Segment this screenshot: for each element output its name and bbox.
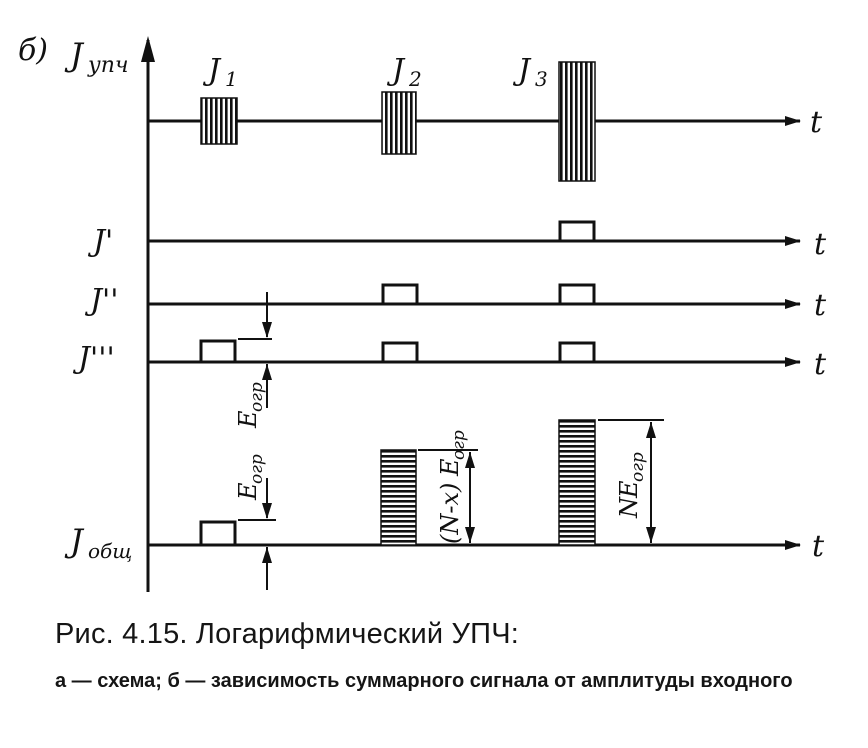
svg-text:E: E [436,458,464,477]
svg-text:общ: общ [88,539,132,563]
svg-text:2: 2 [408,67,422,91]
row-label-j-triple-prime: J''' [72,341,115,376]
amplitude-label-high: N E огр [615,452,648,519]
svg-text:огр: огр [247,382,267,412]
diagram: б) J упч J 1 J 2 J 3 t J' t J'' t J''' t [18,33,827,592]
row-label-j-prime: J' [87,224,113,259]
svg-text:огр: огр [247,454,267,484]
caption-subtitle: а — схема; б — зависимость суммарного си… [55,670,793,692]
pulse-label-j3: J 3 [512,53,548,91]
limit-dimension-top [238,292,272,408]
svg-text:N: N [615,496,643,519]
limit-label-top: E огр [234,382,267,429]
row-label-j-double-prime: J'' [84,283,119,318]
svg-text:J: J [386,53,406,88]
pulse-j-double-prime-2 [381,283,419,304]
svg-text:E: E [615,480,643,499]
amplitude-dimension-high [598,419,664,543]
time-label-upch: t [810,105,823,140]
svg-text:J: J [64,36,85,74]
svg-text:E: E [234,482,262,501]
svg-text:J: J [512,53,532,88]
pulse-j-double-prime-3 [558,283,596,304]
svg-text:J: J [64,522,85,560]
svg-text:огр: огр [449,430,469,460]
limit-label-bottom: E огр [234,454,267,501]
amplitude-label-mid: (N-x) E огр [436,430,469,544]
svg-text:огр: огр [628,452,648,482]
svg-text:(N-x): (N-x) [436,483,464,544]
pulse-j1 [200,97,238,145]
svg-text:J: J [202,53,222,88]
vertical-axis-arrowhead [141,36,155,62]
svg-text:3: 3 [535,67,548,91]
svg-text:E: E [234,410,262,429]
pulse-total-2 [380,449,417,546]
pulse-total-3 [558,419,596,546]
time-label-j-triple-prime: t [814,347,827,382]
pulse-label-j2: J 2 [386,53,422,91]
pulse-j2 [381,91,417,155]
total-axis-label: J общ [64,522,132,563]
panel-letter: б) [18,33,48,68]
pulse-j-prime-3 [558,220,596,241]
svg-text:упч: упч [87,53,129,78]
caption-title: Рис. 4.15. Логарифмический УПЧ: [55,618,519,650]
time-label-j-double-prime: t [814,288,827,323]
axis-label-upch: J упч [64,36,129,78]
time-label-total: t [812,529,825,564]
pulse-j-triple-prime-2 [381,341,419,362]
pulse-j3 [558,61,596,182]
amplitude-dimension-mid [418,449,478,543]
pulse-j-triple-prime-3 [558,341,596,362]
pulse-label-j1: J 1 [202,53,238,91]
pulse-total-1 [199,520,237,545]
svg-text:1: 1 [225,67,238,91]
limit-dimension-bottom [238,478,276,590]
pulse-j-triple-prime-1 [199,339,237,362]
time-label-j-prime: t [814,227,827,262]
